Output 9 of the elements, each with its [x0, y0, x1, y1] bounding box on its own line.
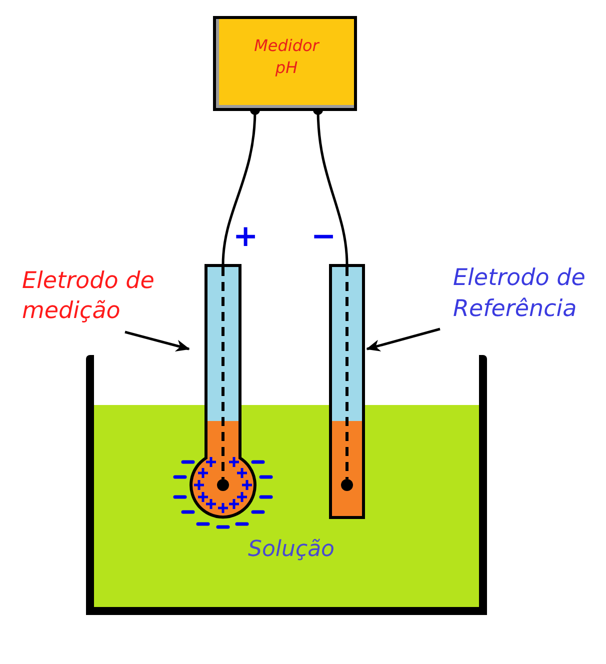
ph-meter-box [213, 16, 357, 111]
solution-label: Solução [248, 536, 335, 564]
electrode-label: Eletrodo de Referência [453, 263, 603, 325]
polarity-sign: − [311, 222, 336, 252]
arrow [366, 328, 440, 352]
arrow [124, 330, 190, 352]
electrode-label: Eletrodo de medição [22, 266, 172, 326]
polarity-sign: + [233, 222, 258, 252]
meter-label: Medidor pH [253, 35, 321, 79]
